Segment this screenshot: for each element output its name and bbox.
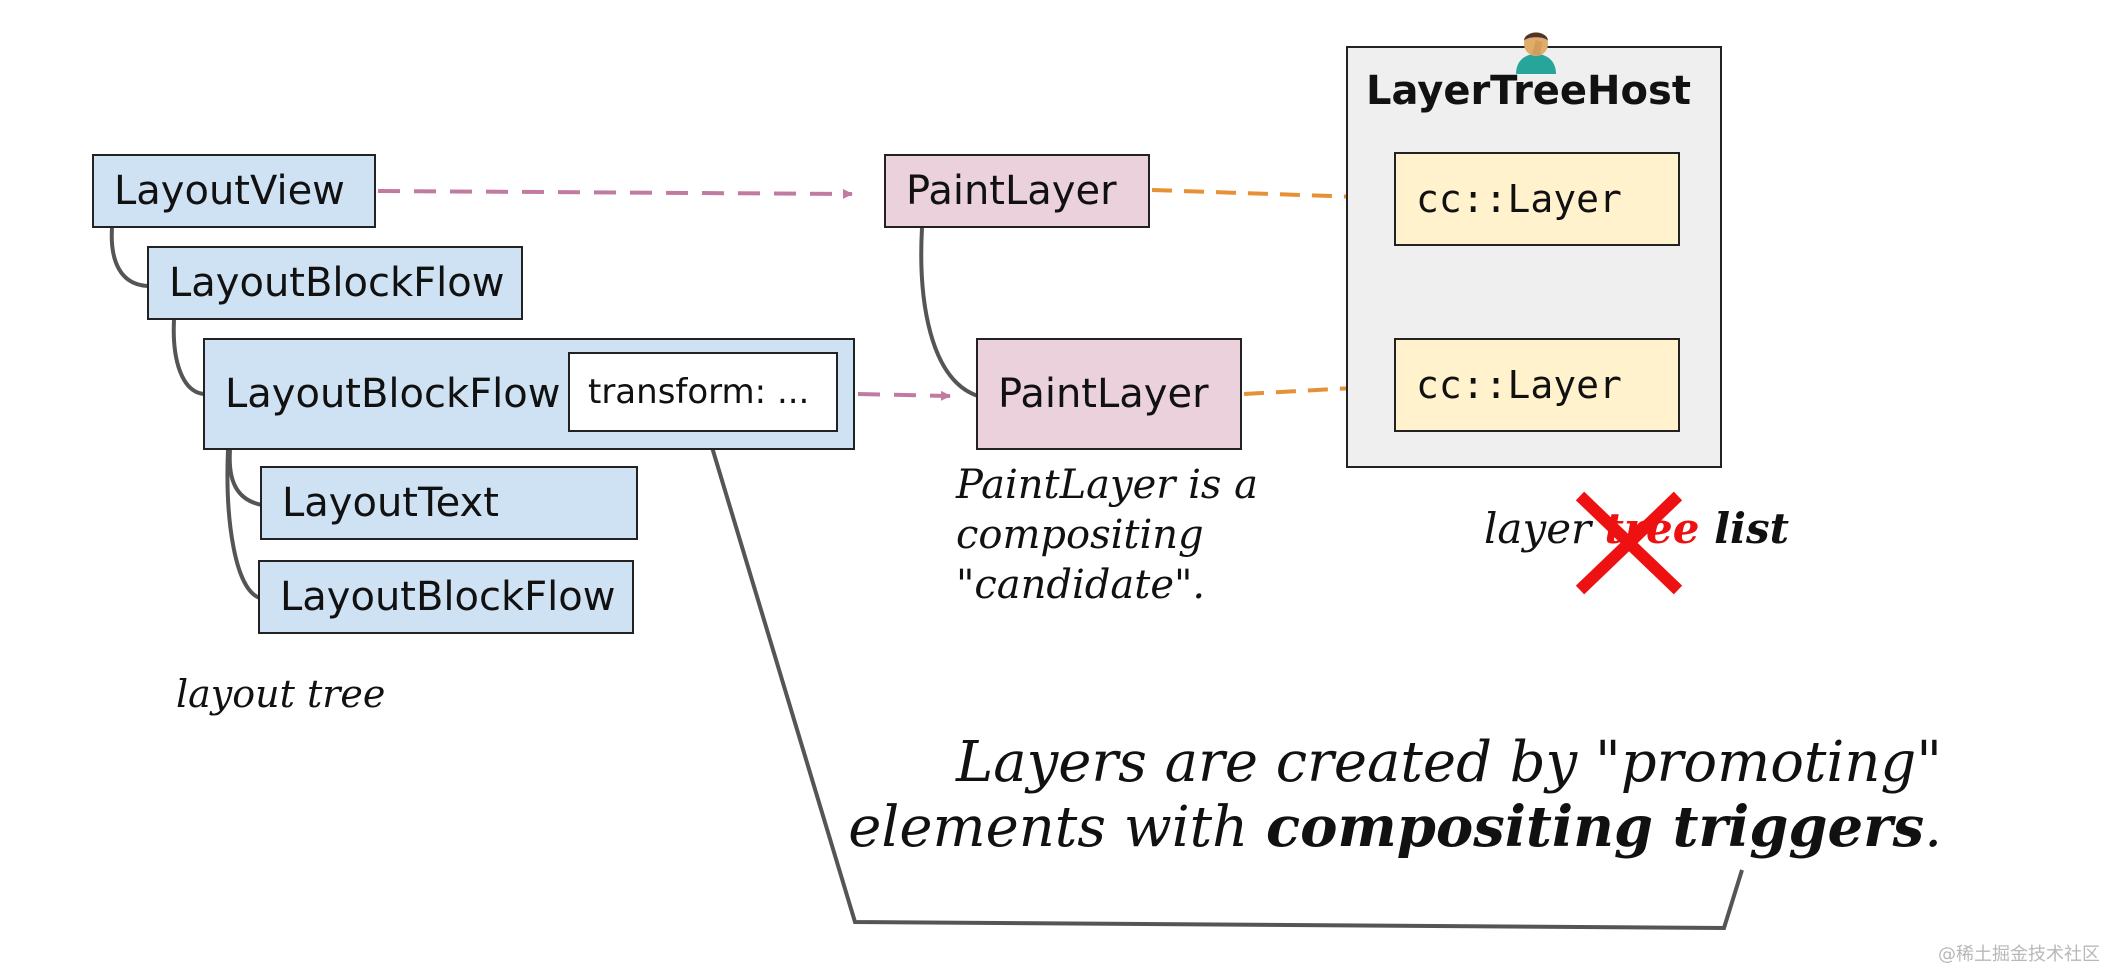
caption-word: list	[1699, 504, 1790, 553]
main-caption-line-2: elements with compositing triggers.	[848, 794, 1942, 860]
node-label: cc::Layer	[1416, 177, 1622, 221]
paint-layer-2: PaintLayer	[976, 338, 1242, 450]
tree-connector	[109, 227, 149, 288]
transform-label: transform: ...	[588, 372, 810, 412]
caption-line: "candidate".	[956, 562, 1206, 608]
main-caption-line-1: Layers are created by "promoting"	[956, 730, 1942, 795]
cc-layer-2: cc::Layer	[1394, 338, 1680, 432]
caption-line: PaintLayer is a	[956, 462, 1258, 508]
node-label: LayoutText	[282, 480, 499, 526]
watermark: @稀土掘金技术社区	[1938, 944, 2100, 965]
caption-text: elements with	[848, 795, 1267, 860]
layout-node-blockflow-1: LayoutBlockFlow	[147, 246, 523, 320]
pink-dashed-arrow	[857, 390, 951, 401]
tree-connector	[225, 449, 261, 600]
node-label: LayoutView	[114, 168, 345, 214]
paint-layer-1: PaintLayer	[884, 154, 1150, 228]
caption-line: compositing	[956, 512, 1204, 558]
layout-tree-caption: layout tree	[176, 672, 386, 716]
node-label: cc::Layer	[1416, 363, 1622, 407]
node-label: PaintLayer	[906, 168, 1117, 214]
paint-layer-caption: PaintLayer is a compositing "candidate".	[956, 460, 1258, 610]
node-label: PaintLayer	[998, 371, 1209, 417]
layout-node-blockflow-3: LayoutBlockFlow	[258, 560, 634, 634]
gray-pointer-arrow	[702, 423, 1744, 931]
node-label: LayoutBlockFlow	[225, 371, 561, 417]
tree-connector	[227, 449, 263, 507]
caption-word: layer	[1484, 504, 1605, 553]
node-label: LayoutBlockFlow	[169, 260, 505, 306]
layout-node-layouttext: LayoutText	[260, 466, 638, 540]
node-label: LayoutBlockFlow	[280, 574, 616, 620]
tree-connector	[171, 319, 205, 396]
compositing-triggers-text: compositing triggers	[1266, 794, 1925, 860]
cc-layer-1: cc::Layer	[1394, 152, 1680, 246]
tree-connector	[919, 227, 979, 398]
caption-text: .	[1924, 795, 1942, 860]
person-facepalming-icon	[1516, 32, 1556, 74]
layer-tree-host-title: LayerTreeHost	[1366, 68, 1691, 114]
orange-dashed-arrow	[1243, 381, 1391, 396]
pink-dashed-arrow	[377, 188, 853, 199]
transform-property-box: transform: ...	[568, 352, 838, 432]
layout-node-layoutview: LayoutView	[92, 154, 376, 228]
red-x-icon	[1575, 491, 1683, 595]
